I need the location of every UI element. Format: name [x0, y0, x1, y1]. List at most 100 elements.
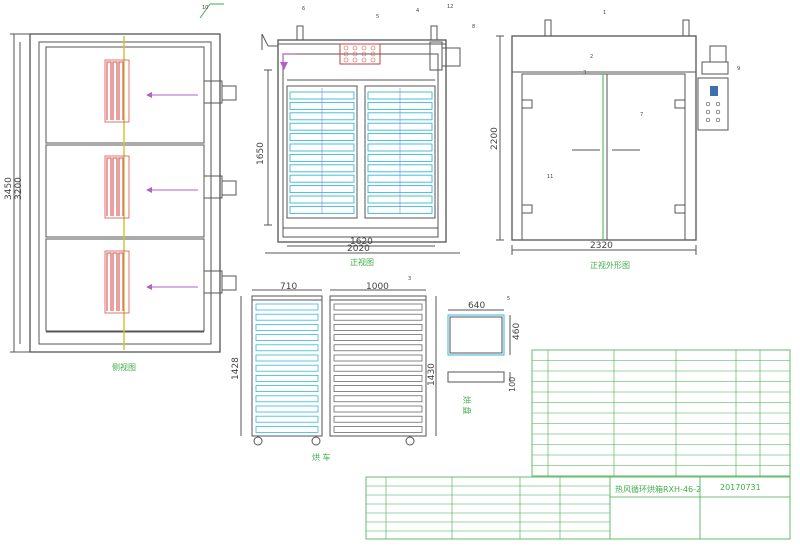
- cart-shelf-left: [255, 405, 319, 413]
- vent-hole: [370, 45, 376, 51]
- side-dim-3200: 3200: [14, 177, 24, 200]
- control-knob: [705, 101, 711, 107]
- motor-fan-bottom: [203, 270, 237, 294]
- side-tag: 10: [202, 5, 208, 11]
- front-tag-8: 8: [472, 24, 475, 30]
- side-view: [10, 3, 237, 353]
- air-flow-arrow: [280, 62, 288, 70]
- front-section: [261, 25, 461, 254]
- exterior-tag-3: 3: [583, 70, 586, 76]
- parts-list-rows: [532, 350, 790, 476]
- front-trays: [289, 88, 433, 214]
- cart-shelf-right: [333, 344, 423, 352]
- front-dim-1620: 1620: [350, 237, 373, 247]
- control-panel: [705, 86, 721, 123]
- control-knob: [715, 117, 721, 123]
- cart-shelf-left: [255, 313, 319, 321]
- cart-shelf-left: [255, 303, 319, 311]
- air-arrows-side: [146, 92, 198, 290]
- cart-dim-1428: 1428: [231, 357, 241, 380]
- vent-hole: [352, 51, 358, 57]
- air-flow-path: [282, 53, 295, 62]
- cart-shelf-left: [255, 374, 319, 382]
- exterior-tag-11: 11: [547, 174, 553, 180]
- heater-frame: [104, 250, 130, 314]
- cart-label: 烘 车: [312, 452, 331, 462]
- heater-element: [106, 61, 112, 120]
- cart-shelf-right: [333, 303, 423, 311]
- tray-dim-460: 460: [512, 323, 522, 340]
- cart-shelf-right: [333, 426, 423, 433]
- cart-shelf-right: [333, 405, 423, 413]
- front-tag-5: 5: [376, 14, 379, 20]
- exterior-dim-2200: 2200: [490, 127, 500, 150]
- control-display: [710, 86, 718, 96]
- motor-fan-middle: [203, 175, 237, 199]
- cart-shelf-right: [333, 395, 423, 403]
- cart-shelf-right: [333, 385, 423, 392]
- control-knob: [715, 109, 721, 115]
- tray-label: 烘 盘: [462, 396, 472, 415]
- cart-shelf-left: [255, 385, 319, 393]
- front-section-label: 正视图: [350, 257, 374, 267]
- cart-shelf-left: [255, 415, 319, 423]
- cart-shelf-right: [333, 313, 423, 321]
- cart-shelf-left: [255, 364, 319, 372]
- cart-shelf-left: [255, 395, 319, 403]
- heater-element: [106, 157, 112, 216]
- air-arrow-head: [146, 284, 152, 290]
- cart-shelf-right: [333, 354, 423, 362]
- heater-element: [112, 61, 118, 120]
- control-knob: [705, 117, 711, 123]
- exterior-tag-7: 7: [640, 112, 643, 118]
- motor-fan-top: [203, 80, 237, 104]
- cart-shelf-left: [255, 344, 319, 352]
- cart-shelf-left: [255, 334, 319, 342]
- product-name: 热风循环烘箱RXH-46-2: [615, 484, 701, 494]
- front-exterior: [496, 19, 729, 255]
- front-dim-2020: 2020: [347, 244, 370, 254]
- drying-tray: [447, 309, 511, 383]
- vent-hole: [361, 45, 367, 51]
- cart-dim-1000: 1000: [366, 282, 389, 292]
- heater-element: [118, 61, 124, 120]
- cart-shelves: [255, 303, 423, 433]
- cart-shelf-right: [333, 375, 423, 382]
- heater-element: [118, 252, 124, 311]
- exterior-tag-2: 2: [590, 54, 593, 60]
- cart-dim-710: 710: [280, 282, 297, 292]
- vent-hole: [361, 57, 367, 63]
- vent-hole: [352, 57, 358, 63]
- cart-shelf-right: [333, 324, 423, 331]
- cart-tag: 3: [408, 276, 411, 282]
- cart-shelf-right: [333, 415, 423, 423]
- front-tag-12: 12: [447, 4, 453, 10]
- title-block: [365, 476, 791, 540]
- tray-dim-100: 100: [508, 377, 517, 392]
- vent-hole: [361, 51, 367, 57]
- air-arrow-head: [146, 92, 152, 98]
- heater-frame: [104, 59, 130, 123]
- vent-hole: [370, 51, 376, 57]
- cart-dim-1430: 1430: [427, 363, 437, 386]
- vent-hole: [343, 57, 349, 63]
- drying-cart: [240, 289, 437, 446]
- exterior-tag-1: 1: [603, 10, 606, 16]
- front-tag-4: 4: [416, 8, 419, 14]
- heater-group: [104, 59, 130, 314]
- heater-element: [106, 252, 112, 311]
- vent-hole: [370, 57, 376, 63]
- front-tag-6: 6: [302, 6, 305, 12]
- vent-hole: [343, 45, 349, 51]
- front-exterior-label: 正视外形图: [590, 260, 630, 270]
- heater-element: [112, 252, 118, 311]
- front-dim-1650: 1650: [256, 142, 266, 165]
- side-dim-3450: 3450: [4, 177, 14, 200]
- heater-element: [112, 157, 118, 216]
- cart-shelf-left: [255, 354, 319, 362]
- vent-hole: [352, 45, 358, 51]
- vent-holes: [343, 45, 376, 63]
- cart-shelf-left: [255, 425, 319, 433]
- exterior-dim-2320: 2320: [590, 241, 613, 251]
- heater-element: [118, 157, 124, 216]
